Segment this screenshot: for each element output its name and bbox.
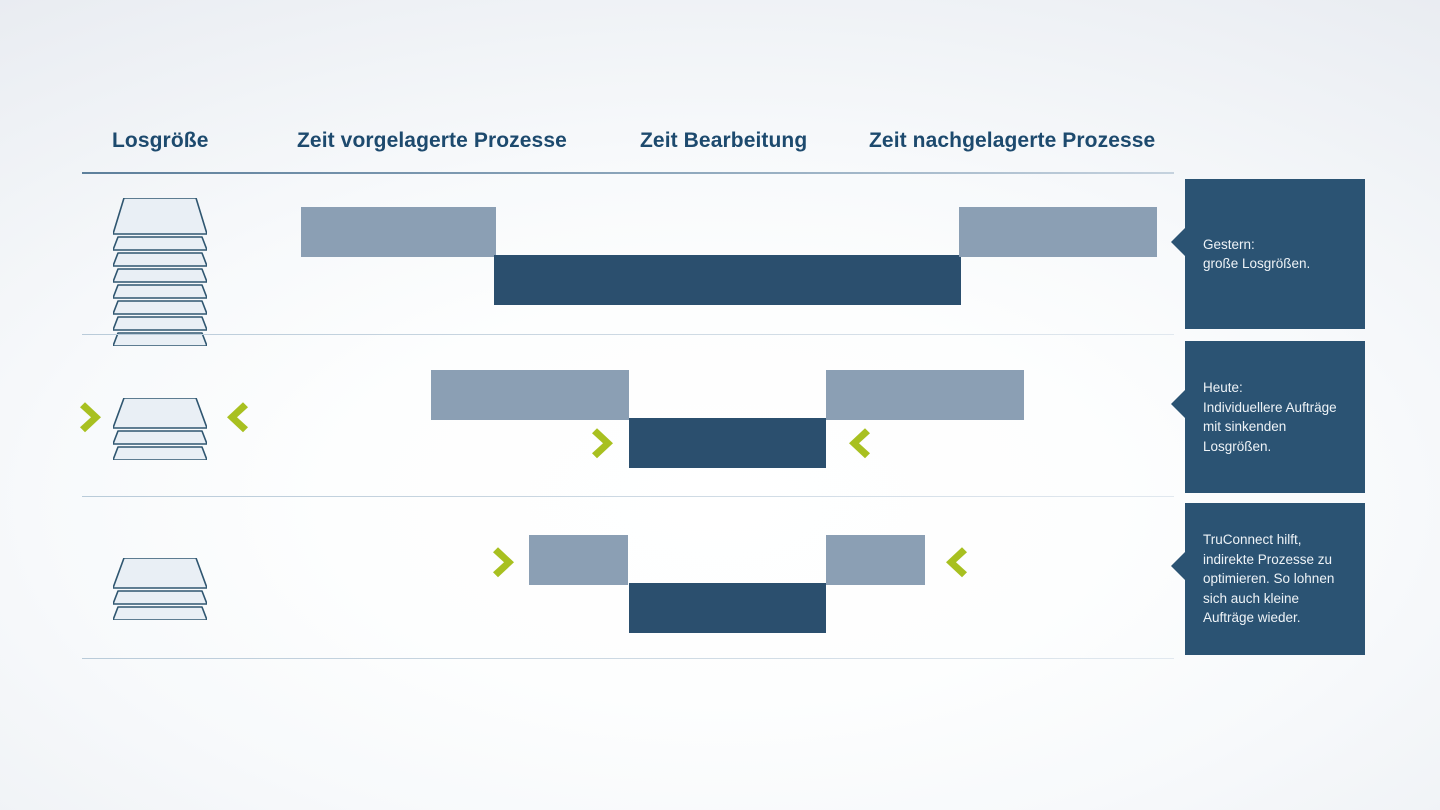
column-header-zeit-nachgelagerte-prozesse: Zeit nachgelagerte Prozesse — [869, 129, 1156, 152]
callout-row-truconnect: TruConnect hilft, indirekte Prozesse zu … — [1171, 503, 1365, 655]
callout-text-row-gestern: Gestern: große Losgrößen. — [1203, 236, 1311, 272]
processing-bar-row-gestern — [494, 255, 961, 305]
chevron-right-icon-row-truconnect-bar-left — [492, 545, 522, 580]
post-process-bar-row-heute — [826, 370, 1024, 420]
pre-process-bar-row-heute — [431, 370, 629, 420]
chevron-left-icon-row-heute-stack-right — [219, 400, 249, 435]
layer-stack-icon-row-truconnect — [112, 557, 208, 621]
row-divider-row-gestern — [82, 334, 1174, 335]
header-divider — [82, 172, 1174, 174]
callout-pointer-row-truconnect — [1171, 552, 1185, 580]
row-divider-row-heute — [82, 496, 1174, 497]
pre-process-bar-row-truconnect — [529, 535, 628, 585]
chevron-left-icon-row-heute-bar-right — [841, 426, 871, 461]
chevron-right-icon-row-heute-stack-left — [79, 400, 109, 435]
callout-pointer-row-heute — [1171, 390, 1185, 418]
chevron-left-icon-row-truconnect-bar-right — [938, 545, 968, 580]
processing-bar-row-heute — [629, 418, 826, 468]
callout-text-row-heute: Heute: Individuellere Aufträge mit sinke… — [1203, 380, 1337, 454]
row-divider-row-truconnect — [82, 658, 1174, 659]
callout-row-gestern: Gestern: große Losgrößen. — [1171, 179, 1365, 329]
pre-process-bar-row-gestern — [301, 207, 496, 257]
processing-bar-row-truconnect — [629, 583, 826, 633]
post-process-bar-row-truconnect — [826, 535, 925, 585]
layer-stack-icon-row-gestern — [112, 197, 208, 347]
callout-text-row-truconnect: TruConnect hilft, indirekte Prozesse zu … — [1203, 532, 1335, 626]
callout-row-heute: Heute: Individuellere Aufträge mit sinke… — [1171, 341, 1365, 493]
column-header-losgroesse: Losgröße — [112, 129, 209, 152]
chevron-right-icon-row-heute-bar-left — [591, 426, 621, 461]
callout-pointer-row-gestern — [1171, 228, 1185, 256]
post-process-bar-row-gestern — [959, 207, 1157, 257]
layer-stack-icon-row-heute — [112, 397, 208, 461]
column-header-zeit-vorgelagerte-prozesse: Zeit vorgelagerte Prozesse — [297, 129, 567, 152]
column-header-zeit-bearbeitung: Zeit Bearbeitung — [640, 129, 808, 152]
